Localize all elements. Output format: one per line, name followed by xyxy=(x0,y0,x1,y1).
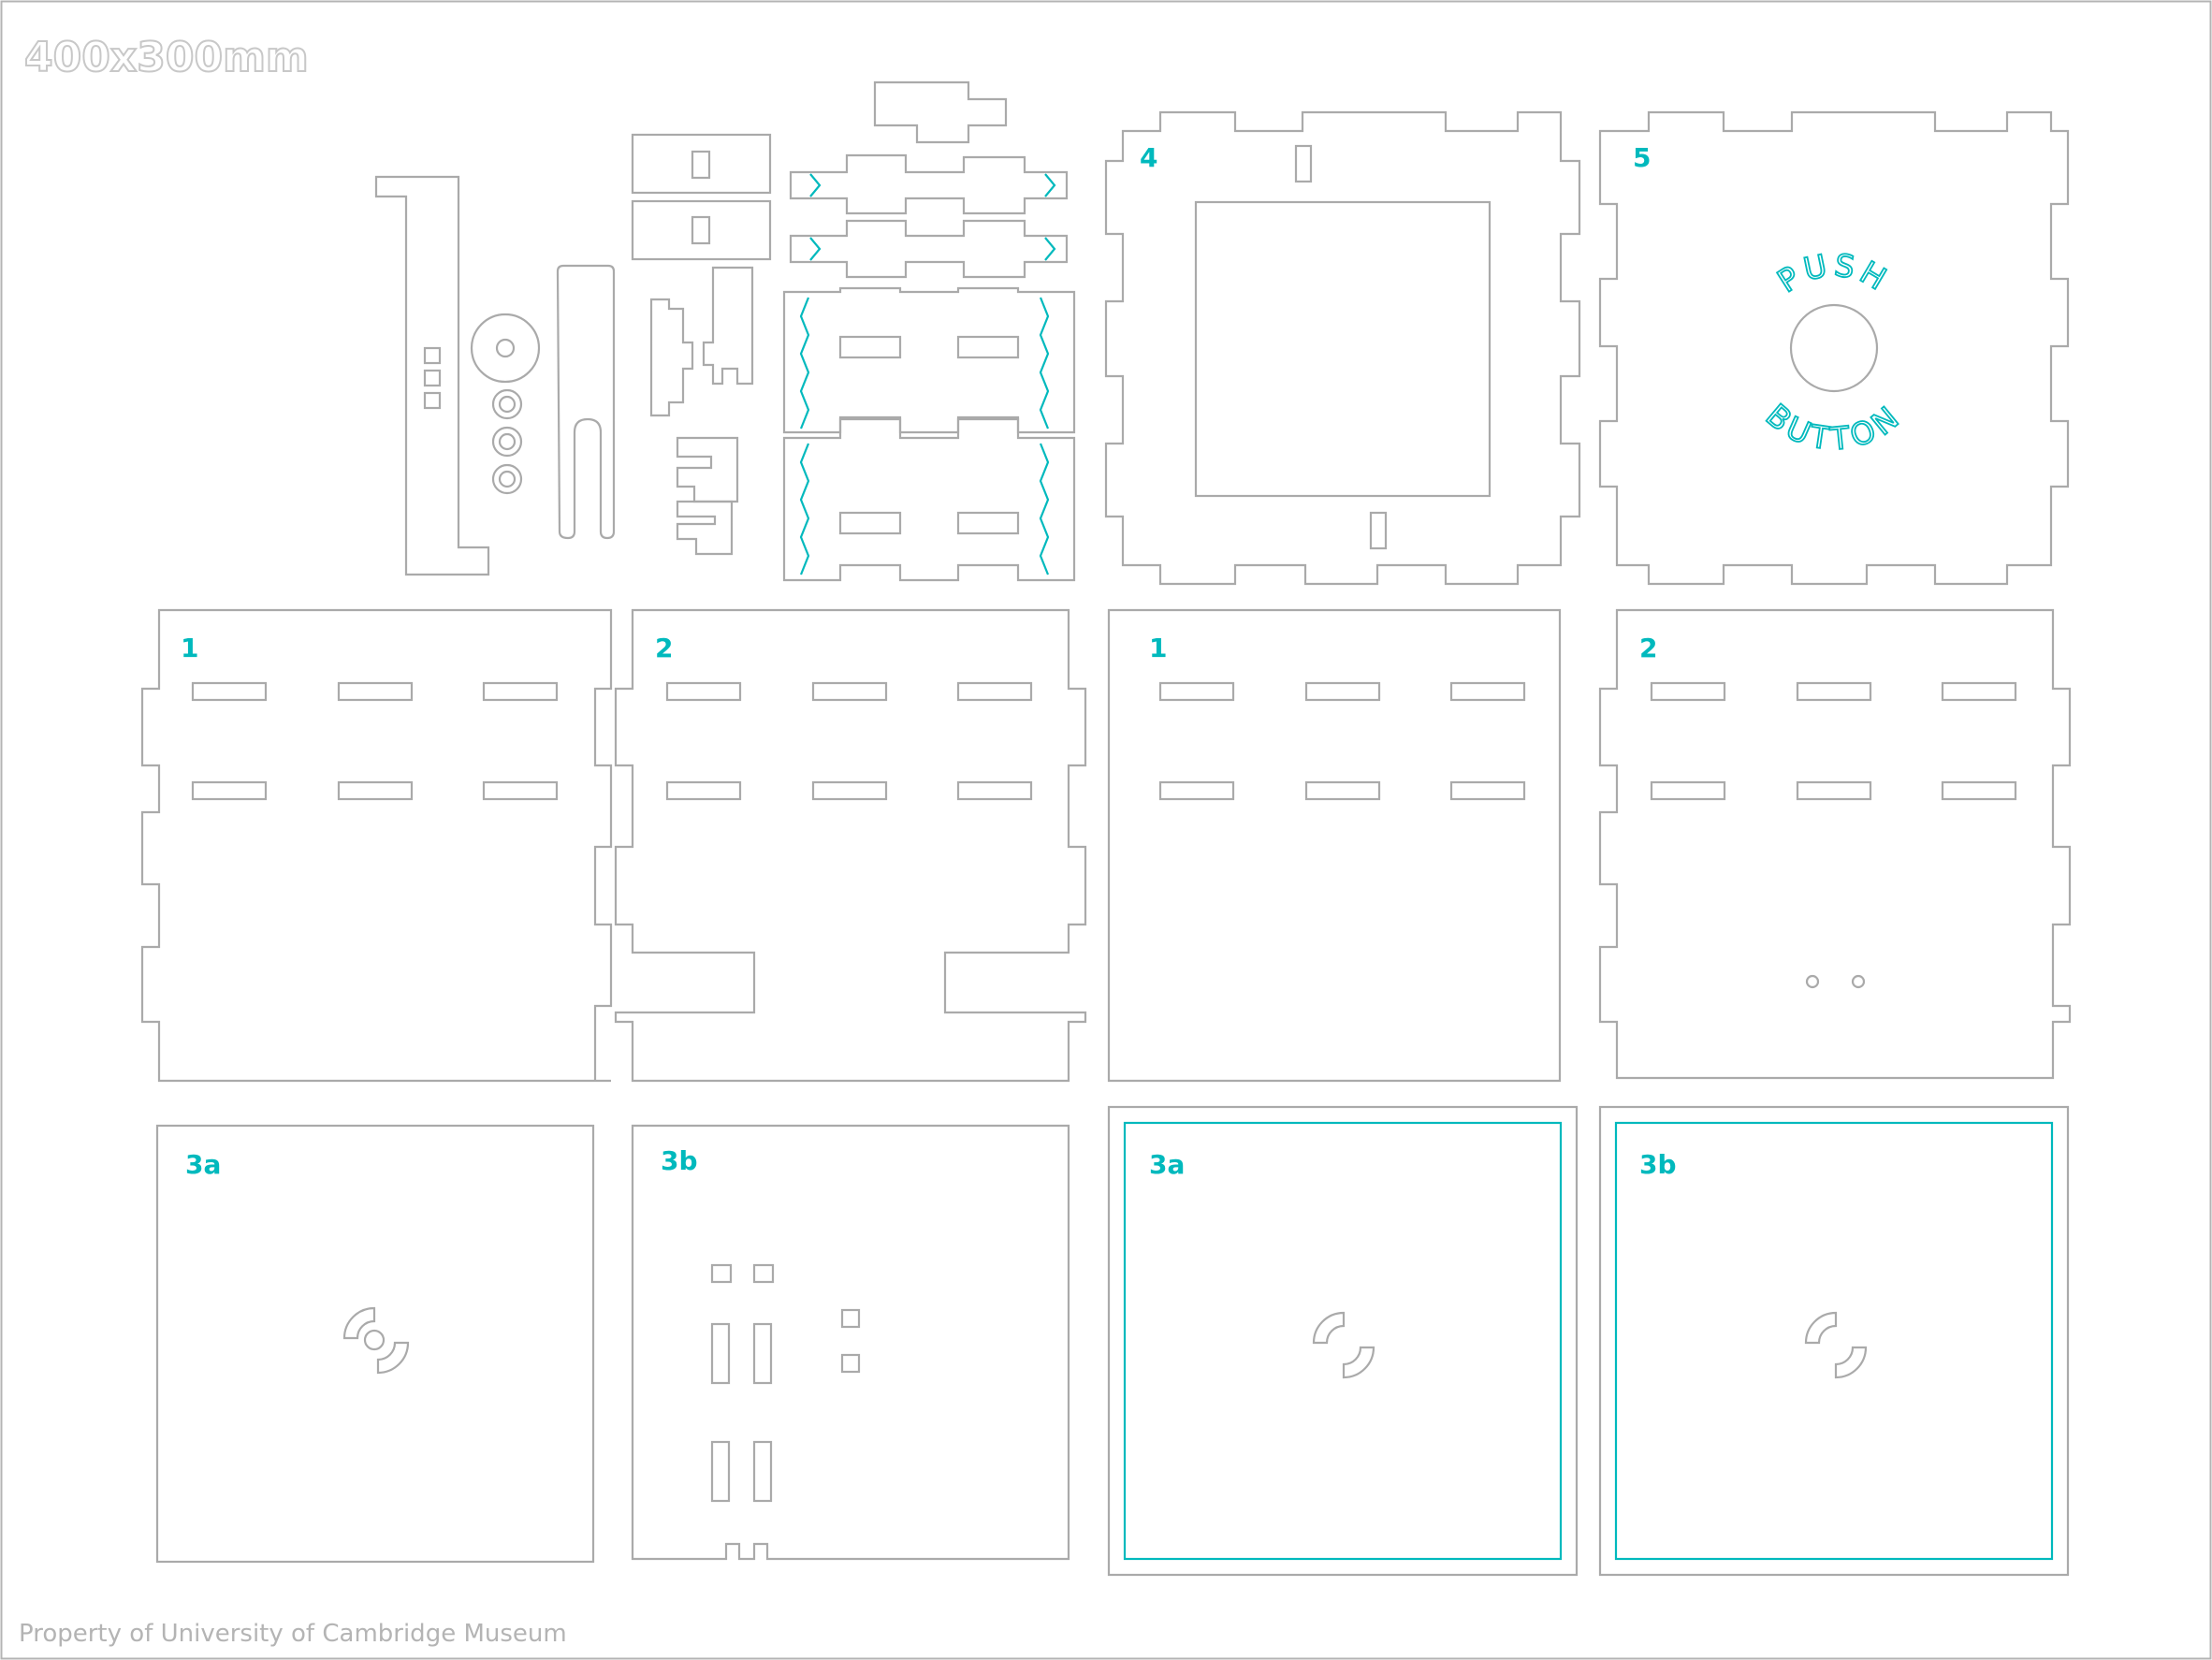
panel-3b-base-b: 3b xyxy=(1598,1105,2070,1577)
panel-4-window-wall: 4 xyxy=(1104,110,1581,586)
hinge-panel-upper xyxy=(782,286,1076,434)
ownership-footer: Property of University of Cambridge Muse… xyxy=(19,1620,567,1648)
zigzag-strip-upper xyxy=(789,153,1069,215)
tabbed-clip-parts xyxy=(649,266,754,556)
sheet-size-label: 400x300mm xyxy=(24,34,309,81)
panel-3b-base-a: 3b xyxy=(631,1124,1070,1561)
panel-3a-base-a: 3a xyxy=(155,1124,595,1564)
panel-label: 5 xyxy=(1633,142,1651,173)
small-block-parts xyxy=(631,133,772,261)
panel-2-front-wall-a: 2 xyxy=(614,608,1087,1083)
button-label-engraving: BUTTON xyxy=(1759,397,1909,458)
panel-label: 3a xyxy=(185,1149,221,1180)
panel-label: 4 xyxy=(1140,142,1157,173)
panel-1-side-wall-a: 1 xyxy=(140,608,613,1083)
cross-part xyxy=(873,80,1008,144)
panel-5-button-wall: 5 PUSH BUTTON xyxy=(1598,110,2070,586)
panel-2-front-wall-b: 2 xyxy=(1598,608,2072,1080)
hinge-panel-lower xyxy=(782,417,1076,582)
slotted-lever-part xyxy=(556,264,616,540)
panel-label: 1 xyxy=(1149,633,1167,663)
panel-label: 2 xyxy=(1639,633,1657,663)
panel-label: 3b xyxy=(661,1145,698,1176)
panel-label: 3a xyxy=(1149,1149,1185,1180)
zigzag-strip-lower xyxy=(789,219,1069,279)
panel-label: 3b xyxy=(1639,1149,1677,1180)
push-label-engraving: PUSH xyxy=(1771,246,1897,299)
panel-1-side-wall-b: 1 xyxy=(1107,608,1562,1083)
panel-label: 1 xyxy=(181,633,198,663)
panel-label: 2 xyxy=(655,633,673,663)
washer-parts xyxy=(470,313,541,495)
l-bracket-part xyxy=(374,175,490,576)
panel-3a-base-b: 3a xyxy=(1107,1105,1579,1577)
